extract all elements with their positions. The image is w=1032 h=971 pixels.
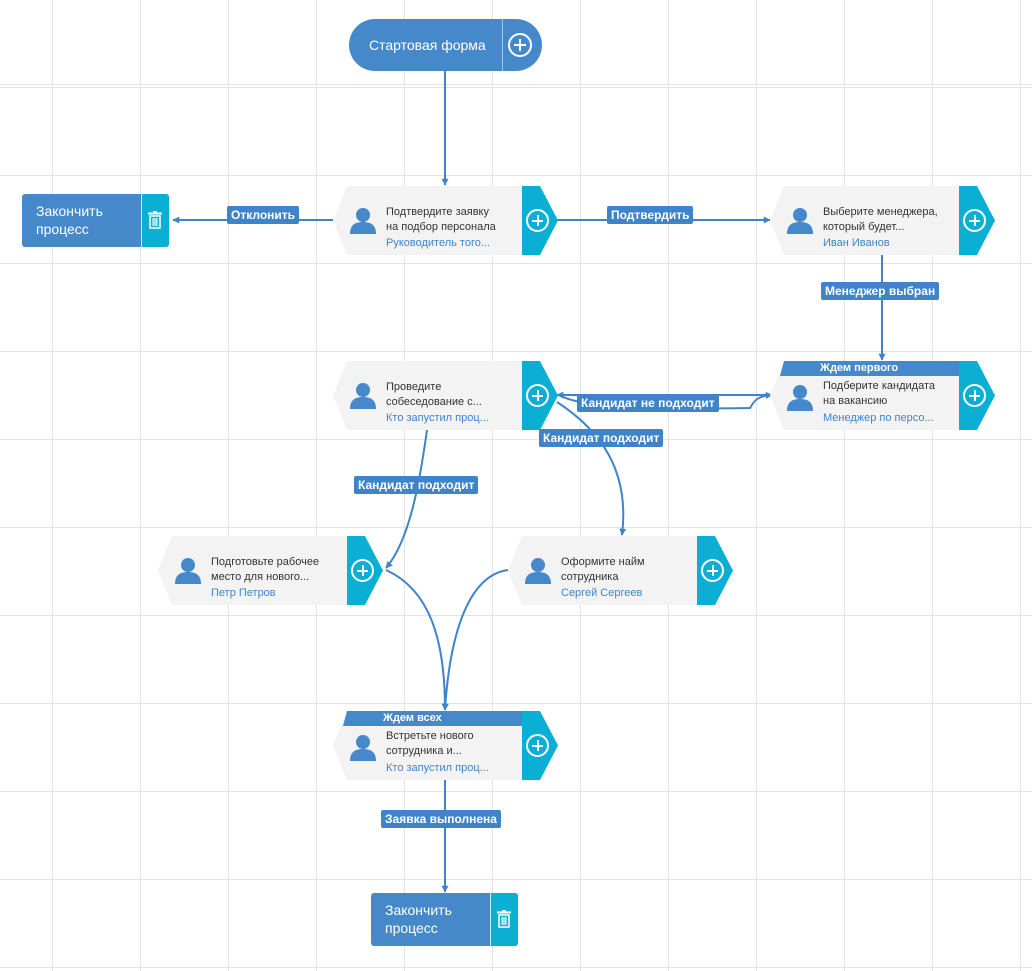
task-prepare-workplace[interactable]: Подготовьте рабочее место для нового... … — [158, 536, 383, 605]
link-label-fit-hire[interactable]: Кандидат подходит — [539, 429, 664, 447]
plus-circle-icon[interactable] — [701, 559, 724, 582]
user-icon — [787, 385, 813, 411]
trash-icon[interactable] — [497, 910, 511, 928]
link-label-approve[interactable]: Подтвердить — [607, 206, 694, 224]
plus-circle-icon[interactable] — [526, 209, 549, 232]
wait-all-banner: Ждем всех — [343, 711, 529, 726]
task-add-button[interactable] — [522, 711, 558, 780]
end-process-delete[interactable] — [141, 194, 169, 247]
task-assignee[interactable]: Иван Иванов — [823, 237, 890, 249]
banner-label: Ждем всех — [383, 712, 442, 724]
task-meet-employee[interactable]: Ждем всех Встретьте нового сотрудника и.… — [333, 711, 558, 780]
end-process-node-top[interactable]: Закончить процесс — [22, 194, 169, 247]
task-title-line1: Встретьте нового — [386, 730, 474, 742]
user-icon — [350, 208, 376, 234]
task-add-button[interactable] — [959, 186, 995, 255]
plus-circle-icon[interactable] — [963, 384, 986, 407]
user-icon — [525, 558, 551, 584]
user-icon — [350, 735, 376, 761]
task-title-line2: на подбор персонала — [386, 221, 496, 233]
task-title-line2: на вакансию — [823, 395, 888, 407]
wait-first-banner: Ждем первого — [780, 361, 966, 376]
start-form-label: Стартовая форма — [369, 37, 486, 53]
start-form-divider — [502, 19, 503, 71]
end-process-delete[interactable] — [490, 893, 518, 946]
start-form-node[interactable]: Стартовая форма — [349, 19, 542, 71]
task-confirm-request[interactable]: Подтвердите заявку на подбор персонала Р… — [333, 186, 558, 255]
link-label-not-fit[interactable]: Кандидат не подходит — [577, 394, 719, 412]
task-title-line1: Проведите — [386, 381, 442, 393]
task-add-button[interactable] — [697, 536, 733, 605]
link-label-fit-workplace[interactable]: Кандидат подходит — [354, 476, 479, 494]
user-icon — [350, 383, 376, 409]
link-label-done[interactable]: Заявка выполнена — [381, 810, 501, 828]
plus-circle-icon[interactable] — [526, 384, 549, 407]
plus-circle-icon[interactable] — [963, 209, 986, 232]
task-title-line1: Подтвердите заявку — [386, 206, 489, 218]
task-add-button[interactable] — [959, 361, 995, 430]
user-icon — [175, 558, 201, 584]
task-title-line1: Выберите менеджера, — [823, 206, 938, 218]
task-add-button[interactable] — [522, 186, 558, 255]
plus-circle-icon[interactable] — [351, 559, 374, 582]
task-title-line2: который будет... — [823, 221, 905, 233]
task-title-line1: Оформите найм — [561, 556, 645, 568]
link-hire-to-meet — [441, 569, 509, 711]
task-title-line1: Подготовьте рабочее — [211, 556, 320, 568]
task-add-button[interactable] — [522, 361, 558, 430]
task-title-line1: Подберите кандидата — [823, 380, 935, 392]
link-fit-to-hire — [556, 401, 627, 536]
end-process-label: Закончить процесс — [36, 203, 103, 237]
banner-label: Ждем первого — [820, 362, 899, 374]
task-assignee[interactable]: Кто запустил проц... — [386, 762, 489, 774]
task-title-line2: собеседование с... — [386, 396, 482, 408]
link-fit-to-workplace — [385, 429, 428, 569]
task-hire-employee[interactable]: Оформите найм сотрудника Сергей Сергеев — [508, 536, 733, 605]
task-assignee[interactable]: Кто запустил проц... — [386, 412, 489, 424]
link-workplace-to-meet — [385, 569, 449, 711]
task-conduct-interview[interactable]: Проведите собеседование с... Кто запусти… — [333, 361, 558, 430]
user-icon — [787, 208, 813, 234]
task-assignee[interactable]: Руководитель того... — [386, 237, 491, 249]
task-title-line2: сотрудника — [561, 571, 619, 583]
task-add-button[interactable] — [347, 536, 383, 605]
task-assignee[interactable]: Петр Петров — [211, 587, 276, 599]
plus-circle-icon[interactable] — [508, 33, 532, 57]
task-select-manager[interactable]: Выберите менеджера, который будет... Ива… — [770, 186, 995, 255]
end-process-label: Закончить процесс — [385, 902, 452, 936]
task-title-line2: место для нового... — [211, 571, 310, 583]
task-find-candidate[interactable]: Ждем первого Подберите кандидата на вака… — [770, 361, 995, 430]
task-assignee[interactable]: Сергей Сергеев — [561, 587, 643, 599]
plus-circle-icon[interactable] — [526, 734, 549, 757]
link-label-manager-selected[interactable]: Менеджер выбран — [821, 282, 940, 300]
trash-icon[interactable] — [148, 211, 162, 229]
end-process-node-bottom[interactable]: Закончить процесс — [371, 893, 518, 946]
task-title-line2: сотрудника и... — [386, 745, 462, 757]
link-label-reject[interactable]: Отклонить — [227, 206, 300, 224]
task-assignee[interactable]: Менеджер по персо... — [823, 412, 934, 424]
